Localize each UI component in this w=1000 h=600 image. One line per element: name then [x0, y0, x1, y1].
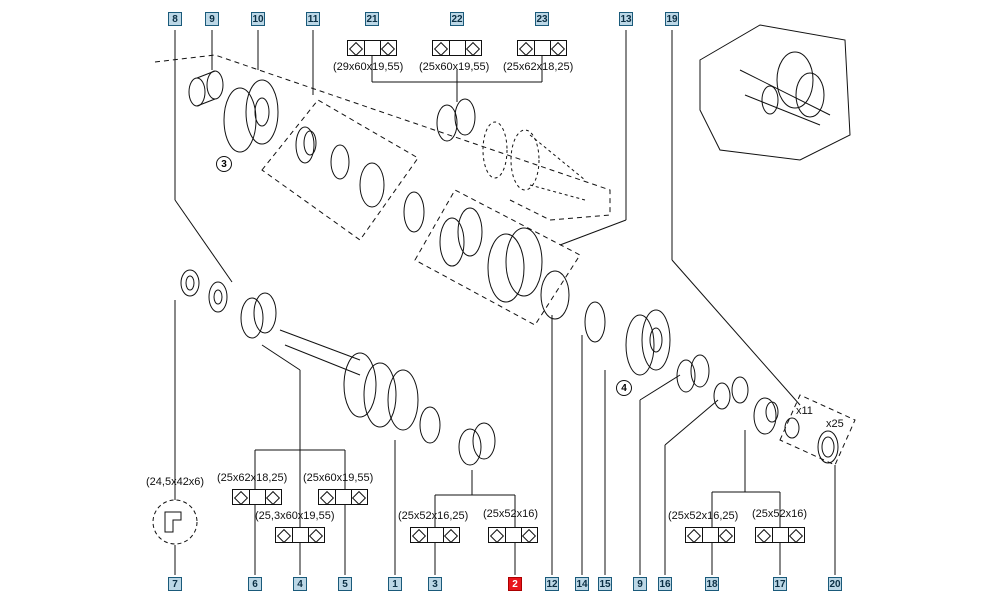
ref-11[interactable]: 11 — [306, 12, 320, 26]
ref-9b[interactable]: 9 — [633, 577, 647, 591]
dim-label-4: (25,3x60x19,55) — [255, 510, 335, 522]
shim-group-outline — [779, 394, 856, 466]
dim-label-17: (25x52x16) — [752, 508, 808, 520]
quantity-x11: x11 — [796, 405, 813, 417]
ref-8[interactable]: 8 — [168, 12, 182, 26]
hub-group-outline — [414, 189, 581, 326]
callout-4: 4 — [616, 380, 632, 396]
ring-b — [359, 162, 385, 208]
bearing-symbol-17 — [755, 527, 805, 544]
ref-4[interactable]: 4 — [293, 577, 307, 591]
bearing-symbol-18 — [685, 527, 735, 544]
ref-7[interactable]: 7 — [168, 577, 182, 591]
output-shaft-1 — [279, 329, 441, 444]
synchro-hub-13 — [439, 207, 483, 267]
bearing-symbol-4 — [275, 527, 325, 544]
sliding-sleeve — [487, 227, 543, 303]
callout-3: 3 — [216, 156, 232, 172]
dim-label-7: (24,5x42x6) — [146, 476, 205, 488]
bearing-symbol-6 — [232, 489, 282, 506]
needle-bearing-9 — [188, 70, 224, 107]
ref-18[interactable]: 18 — [705, 577, 719, 591]
ref-15[interactable]: 15 — [598, 577, 612, 591]
ref-23[interactable]: 23 — [535, 12, 549, 26]
bearing-symbol-23 — [517, 40, 567, 57]
dim-label-6: (25x62x18,25) — [217, 472, 288, 484]
ref-6[interactable]: 6 — [248, 577, 262, 591]
dim-label-2: (25x52x16) — [483, 508, 539, 520]
needle-bearing-9b — [676, 354, 710, 393]
bearing-symbol-22 — [432, 40, 482, 57]
input-shaft-13 — [482, 121, 586, 201]
washer-8 — [208, 281, 228, 313]
bearing-symbol-3 — [410, 527, 460, 544]
ref-16[interactable]: 16 — [658, 577, 672, 591]
ref-14[interactable]: 14 — [575, 577, 589, 591]
ref-19[interactable]: 19 — [665, 12, 679, 26]
circlip-12 — [540, 270, 570, 320]
gear-15 — [625, 309, 671, 376]
bearing-symbol-5 — [318, 489, 368, 506]
bearing-symbol-2 — [488, 527, 538, 544]
quantity-x25: x25 — [826, 418, 844, 430]
circlip — [403, 191, 425, 233]
ref-1[interactable]: 1 — [388, 577, 402, 591]
seal-detail-7 — [152, 499, 198, 545]
gear-10 — [223, 79, 279, 153]
ref-13[interactable]: 13 — [619, 12, 633, 26]
synchro-ring-11 — [295, 126, 317, 164]
ref-21[interactable]: 21 — [365, 12, 379, 26]
ref-3[interactable]: 3 — [428, 577, 442, 591]
ref-9[interactable]: 9 — [205, 12, 219, 26]
ref-2-highlighted[interactable]: 2 — [508, 577, 522, 591]
seal-7 — [180, 269, 200, 297]
bearing-symbol-21 — [347, 40, 397, 57]
dim-label-23: (25x62x18,25) — [503, 61, 574, 73]
ring-a — [330, 144, 350, 180]
spacer-16 — [713, 376, 749, 410]
bearing-22 — [436, 98, 476, 142]
synchro-group-outline — [261, 99, 419, 241]
gearbox-inset — [699, 24, 851, 161]
ref-5[interactable]: 5 — [338, 577, 352, 591]
upper-shaft-outline — [154, 54, 611, 221]
ref-10[interactable]: 10 — [251, 12, 265, 26]
bearing-18 — [753, 397, 779, 435]
shim-20 — [817, 430, 839, 464]
ref-20[interactable]: 20 — [828, 577, 842, 591]
dim-label-5: (25x60x19,55) — [303, 472, 374, 484]
dim-label-3: (25x52x16,25) — [398, 510, 469, 522]
bearing-4 — [240, 292, 277, 339]
ref-17[interactable]: 17 — [773, 577, 787, 591]
shim-19 — [784, 417, 800, 439]
dim-label-22: (25x60x19,55) — [419, 61, 490, 73]
ref-22[interactable]: 22 — [450, 12, 464, 26]
bearing-3 — [458, 422, 496, 466]
dim-label-18: (25x52x16,25) — [668, 510, 739, 522]
synchro-ring-14 — [584, 301, 606, 343]
dim-label-21: (29x60x19,55) — [333, 61, 404, 73]
ref-12[interactable]: 12 — [545, 577, 559, 591]
